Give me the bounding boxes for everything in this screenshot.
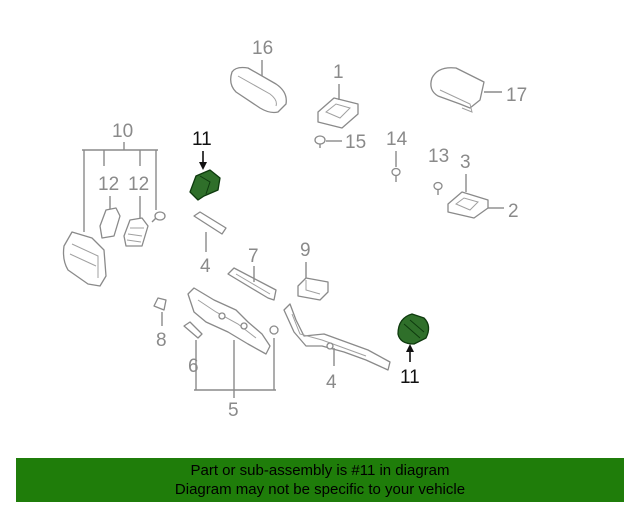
callout-15: 15 [345,132,366,153]
part-10[interactable] [62,231,107,287]
part-17[interactable] [430,67,485,113]
leader-5-6 [194,338,276,398]
part-4-lower[interactable] [283,303,391,371]
parts-diagram: 16 1 15 17 14 13 3 2 11 [62,38,527,421]
part-6[interactable] [183,321,203,339]
callout-4-upper: 4 [200,256,211,277]
part-9[interactable] [297,277,329,301]
callout-4-lower: 4 [326,372,337,393]
part-11-lower[interactable] [397,313,430,345]
callout-11-lower: 11 [400,367,420,388]
part-10-clip[interactable] [151,211,166,223]
part-5-clip[interactable] [269,325,279,335]
banner-line-1: Part or sub-assembly is #11 in diagram [190,462,450,479]
part-5[interactable] [187,287,271,355]
part-8[interactable] [153,297,167,311]
callout-11-upper: 11 [192,129,212,150]
callout-5: 5 [228,400,239,421]
part-1[interactable] [317,97,359,129]
part-11-upper[interactable] [189,169,221,201]
part-2-3[interactable] [447,191,489,219]
part-16[interactable] [230,66,287,114]
part-14[interactable] [391,167,401,183]
arrow-11-lower [406,344,414,352]
callout-10: 10 [112,121,133,142]
callout-12a: 12 [98,174,119,195]
arrow-11-upper [199,162,207,170]
callout-2: 2 [508,201,519,222]
part-15[interactable] [314,135,326,148]
part-4-upper[interactable] [193,211,227,235]
callout-7: 7 [248,246,259,267]
callout-1: 1 [333,62,344,83]
callout-12b: 12 [128,174,149,195]
part-7[interactable] [227,267,277,301]
callout-3: 3 [460,152,471,173]
part-13[interactable] [433,181,443,196]
leader-10 [82,142,158,232]
part-12a[interactable] [99,207,121,239]
callout-6: 6 [188,356,199,377]
info-banner: Part or sub-assembly is #11 in diagram D… [16,458,624,502]
callout-9: 9 [300,240,311,261]
banner-line-2: Diagram may not be specific to your vehi… [174,481,466,498]
callout-14: 14 [386,129,408,150]
callout-17: 17 [506,85,527,106]
part-12b[interactable] [123,217,149,247]
callout-8: 8 [156,330,167,351]
callout-16: 16 [252,38,273,59]
callout-13: 13 [428,146,449,167]
